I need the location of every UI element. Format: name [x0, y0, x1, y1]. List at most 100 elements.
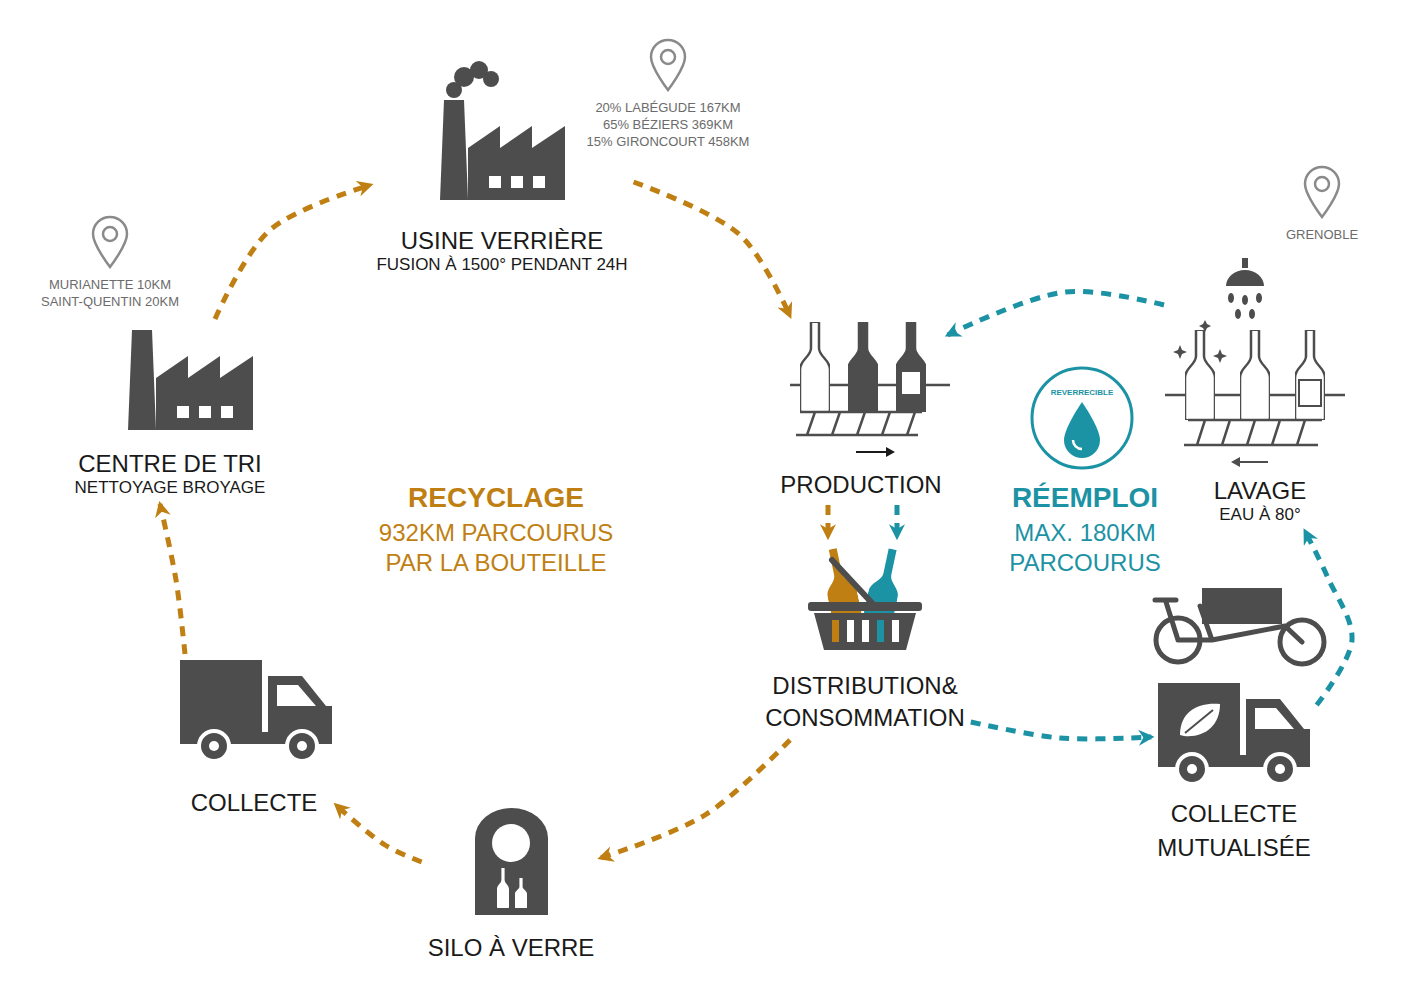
- basket-body: [814, 613, 916, 650]
- location-pin: [93, 217, 127, 267]
- station-title: USINE VERRIÈRE: [401, 226, 604, 255]
- basket-slot: [877, 620, 884, 642]
- flow-arrow: [1305, 531, 1352, 705]
- basket-icon: [808, 546, 922, 650]
- station-node: COLLECTE MUTUALISÉE: [1157, 683, 1310, 865]
- silo-bottle: [497, 868, 509, 908]
- location-note: SAINT-QUENTIN 20KM: [41, 294, 179, 310]
- icon-space: [474, 808, 547, 933]
- station-node: USINE VERRIÈREFUSION À 1500° PENDANT 24H: [376, 60, 627, 275]
- location-pin: [651, 40, 685, 90]
- annotation-text: RÉEMPLOI: [1012, 481, 1158, 515]
- glass-silo-icon: [475, 808, 548, 915]
- station-title: CENTRE DE TRI: [78, 449, 262, 478]
- smoke-puff: [483, 71, 499, 87]
- bottle-white: [1240, 330, 1270, 420]
- silo-body: [475, 808, 548, 915]
- location-note: GRENOBLE: [1286, 227, 1358, 243]
- leaf-vein: [1185, 710, 1213, 733]
- bottle-label: [1299, 380, 1321, 406]
- icon-space: [440, 60, 565, 226]
- basket-rim: [808, 602, 922, 611]
- location-note: MURIANETTE 10KM: [49, 277, 171, 293]
- conveyor-belt: [1184, 420, 1322, 445]
- flow-arrow: [948, 291, 1164, 335]
- basket-slot: [847, 620, 854, 642]
- sparkles: [1173, 320, 1227, 363]
- location-note: 20% LABÉGUDE 167KM: [595, 100, 740, 116]
- basket-slot: [832, 620, 839, 642]
- annotation-text: RECYCLAGE: [408, 481, 584, 515]
- silo-bottle: [515, 878, 527, 908]
- bike-cargo-box: [1202, 588, 1282, 624]
- water-drop: [1256, 293, 1262, 303]
- location-note: 65% BÉZIERS 369KM: [603, 117, 733, 133]
- flow-arrow: [971, 722, 1152, 739]
- direction-arrow: [856, 451, 886, 453]
- station-detail: FUSION À 1500° PENDANT 24H: [376, 255, 627, 275]
- direction-arrow: [1240, 461, 1268, 463]
- factory-symbol: [440, 100, 565, 200]
- direction-arrowhead: [886, 447, 895, 457]
- icon-space: [1170, 258, 1350, 476]
- truck-symbol: [1158, 683, 1310, 784]
- annotation-text: MAX. 180KM PARCOURUS: [985, 518, 1185, 578]
- location-note: 15% GIRONCOURT 458KM: [587, 134, 750, 150]
- station-title: SILO À VERRE: [428, 933, 595, 962]
- station-node: CENTRE DE TRINETTOYAGE BROYAGE: [75, 325, 266, 498]
- collection-truck: [180, 660, 332, 761]
- flow-arrow: [160, 504, 185, 654]
- station-title: COLLECTE: [191, 788, 318, 817]
- washing-line-icon: [1165, 258, 1345, 467]
- station-node: COLLECTE: [178, 660, 330, 817]
- station-title: LAVAGE: [1214, 476, 1306, 505]
- flow-arrow: [826, 505, 831, 537]
- location-pin: [1305, 167, 1339, 217]
- icon-space: [810, 543, 920, 670]
- bottle-white: [1185, 330, 1215, 420]
- flow-arrow: [215, 185, 370, 319]
- silo-opening: [492, 824, 530, 862]
- station-title: DISTRIBUTION& CONSOMMATION: [765, 670, 965, 734]
- station-title: COLLECTE MUTUALISÉE: [1157, 797, 1310, 865]
- shower-stem: [1242, 258, 1248, 268]
- shower-head: [1226, 270, 1264, 286]
- water-drop: [1235, 309, 1241, 319]
- logo-ring: [1032, 368, 1132, 468]
- station-detail: NETTOYAGE BROYAGE: [75, 478, 266, 498]
- icon-space: [105, 325, 235, 449]
- flow-arrow: [336, 805, 422, 862]
- bottle-white: [800, 322, 830, 412]
- annotation-text: 932KM PARCOURUS PAR LA BOUTEILLE: [371, 518, 621, 578]
- sorting-center-icon: [128, 330, 253, 430]
- basket-slot: [892, 620, 899, 642]
- shared-collection-truck: [1158, 683, 1310, 784]
- water-drop: [1249, 309, 1255, 319]
- flow-arrow: [895, 505, 900, 537]
- station-node: LAVAGEEAU À 80°: [1170, 258, 1350, 525]
- basket-handle: [832, 560, 872, 603]
- conveyor-belt: [796, 412, 922, 435]
- icon-space: [1158, 683, 1310, 797]
- icon-space: [784, 322, 939, 470]
- direction-arrowhead: [1231, 457, 1240, 467]
- production-line-icon: [790, 322, 950, 457]
- leaf: [1180, 704, 1220, 737]
- flow-arrow: [600, 740, 790, 858]
- bottle-label: [902, 372, 920, 394]
- logo-drop: [1064, 402, 1100, 458]
- reverrecible-logo: [1032, 368, 1132, 468]
- station-detail: EAU À 80°: [1219, 505, 1300, 525]
- bottle-dark: [848, 322, 878, 412]
- bottle-labelled: [896, 322, 926, 412]
- station-node: SILO À VERRE: [428, 808, 595, 962]
- water-drop: [1228, 293, 1234, 303]
- basket-slot: [862, 620, 869, 642]
- bottle-white: [1295, 330, 1325, 420]
- logo-highlight: [1073, 440, 1082, 449]
- flow-arrow: [634, 182, 790, 316]
- cargo-bike-icon: [1155, 588, 1324, 664]
- location-note: REVERRECIBLE: [1051, 388, 1114, 398]
- station-node: DISTRIBUTION& CONSOMMATION: [765, 543, 965, 734]
